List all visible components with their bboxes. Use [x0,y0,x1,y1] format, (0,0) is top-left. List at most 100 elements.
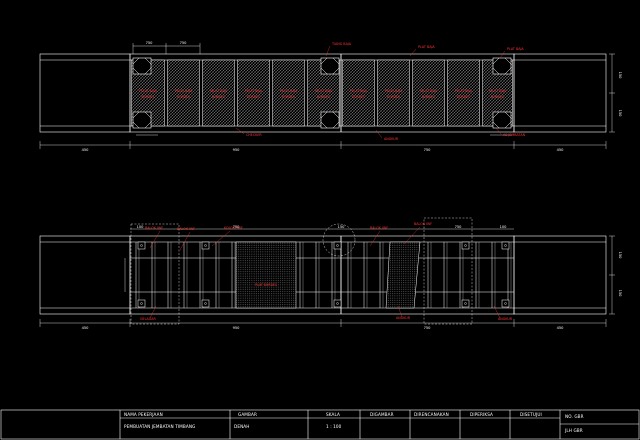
base-plate [137,241,146,250]
anchor-bolt [204,302,207,305]
tb-drawing-value: DENAH [234,424,250,429]
tb-scale-value: 1 : 100 [326,424,342,429]
top-panel-label: PELAT BAJA [385,89,403,93]
bottom-callouts: BALOK IWF BALOK IWF KOLOM IWF BALOK IWF … [140,222,513,321]
top-panel-label: PELAT BAJA [420,89,438,93]
bottom-dim-top-4: 750 [455,225,463,229]
top-panel-label: BORDES [212,95,225,99]
base-plate [333,241,342,250]
corner-plate-chamfer [492,111,512,129]
anchor-bolt [336,244,339,247]
tb-scale-header: SKALA [326,412,340,417]
top-dim-bottom-3: 750 [424,148,432,152]
bottom-plates [235,241,421,309]
bottom-panel-label: PLAT BORDES [255,283,277,287]
tb-approved-header: DISETUJUI [520,412,542,417]
tb-job-header: NAMA PEKERJAAN [124,412,163,417]
top-dim-top-1: 750 [146,41,154,45]
base-plate [501,241,510,250]
tb-drawn-header: DIGAMBAR [370,412,394,417]
bottom-callout-5: BALOK IWF [414,222,432,226]
top-panel-label: BORDES [422,95,435,99]
top-panel-label: PELAT BAJA [139,89,157,93]
top-panel-label: BORDES [282,95,295,99]
bottom-dim-bottom-1: 450 [82,326,90,330]
top-panel-label: BORDES [317,95,330,99]
top-deck-panel [342,59,375,127]
corner-plate [132,57,152,75]
tb-drawing-header: GAMBAR [238,412,257,417]
top-panel-label: BORDES [142,95,155,99]
bottom-deck [129,235,515,315]
bottom-callout-6: GELAGAR [140,317,157,321]
tb-checked-header: DIPERIKSA [470,412,494,417]
top-deck [129,53,515,133]
top-panel-label: BORDES [387,95,400,99]
top-callout-3: PLAT BAJA [507,47,524,51]
anchor-bolt [336,302,339,305]
bottom-dim-bottom-4: 450 [557,326,565,330]
tb-designed-header: DIRENCANAKAN [414,412,449,417]
top-dim-labels: 750 750 450 950 750 450 150 150 [82,41,622,152]
top-deck-panel [377,59,410,127]
bottom-side-dim-1: 150 [618,252,622,260]
corner-plate-chamfer [320,57,340,75]
base-plate [461,241,470,250]
corner-plate-chamfer [132,57,152,75]
top-side-dim-1: 150 [618,72,622,80]
top-callout-5: ANGKUR [384,137,399,141]
bottom-dim-top-3: 150 [338,225,346,229]
bottom-callout-1: BALOK IWF [145,226,163,230]
top-panel-label: BORDES [457,95,470,99]
top-dim-bottom-4: 450 [557,148,565,152]
bottom-plate-right [385,241,421,309]
top-panel-label: PELAT BAJA [245,89,263,93]
corner-plate [132,111,152,129]
top-callout-6: AS JEMBATAN [503,133,526,137]
corner-plate-chamfer [132,111,152,129]
top-dimensions [39,43,615,149]
corner-plate [492,57,512,75]
corner-plate-chamfer [320,111,340,129]
top-deck-panel [237,59,270,127]
base-plate [501,299,510,308]
bottom-dimensions [39,228,615,327]
bottom-framing-grid [135,241,512,308]
corner-plate [320,111,340,129]
base-plate [461,299,470,308]
top-panel-label: BORDES [491,95,504,99]
bottom-callout-2: BALOK IWF [177,227,195,231]
bottom-dim-bottom-3: 750 [424,326,432,330]
top-panel-label: PELAT BAJA [350,89,368,93]
tb-sheet-no: NO. GBR [565,414,584,419]
top-leaders [235,45,506,139]
top-panel-label: BORDES [247,95,260,99]
bottom-dim-labels: 100 750 150 750 100 450 950 750 450 150 … [82,225,622,330]
bottom-callout-4: BALOK IWF [370,226,388,230]
top-deck-panel [272,59,305,127]
top-callouts: TIANG BAJA PLAT BAJA PLAT BAJA CHECKER A… [246,42,526,141]
top-callout-4: CHECKER [246,133,262,137]
tb-job-value: PEMBUATAN JEMBATAN TIMBANG [124,424,196,429]
top-callout-2: PLAT BAJA [418,45,435,49]
top-panel-label: BORDES [352,95,365,99]
top-deck-panel [412,59,445,127]
bottom-dim-top-5: 100 [500,225,508,229]
bottom-side-dim-2: 150 [618,290,622,298]
base-plate [201,299,210,308]
top-deck-panel [167,59,200,127]
top-panel-label: PELAT BAJA [489,89,507,93]
top-deck-panel [202,59,235,127]
top-dim-bottom-2: 950 [233,148,241,152]
top-dim-top-2: 750 [180,41,188,45]
top-panel-label: PELAT BAJA [315,89,333,93]
top-panel-label: PELAT BAJA [455,89,473,93]
bottom-dim-top-1: 100 [137,225,145,229]
top-panel-label: PELAT BAJA [175,89,193,93]
corner-plate [320,57,340,75]
base-plate [201,241,210,250]
top-panel-label: PELAT BAJA [280,89,298,93]
bottom-callout-7: ANGKUR [396,316,411,320]
